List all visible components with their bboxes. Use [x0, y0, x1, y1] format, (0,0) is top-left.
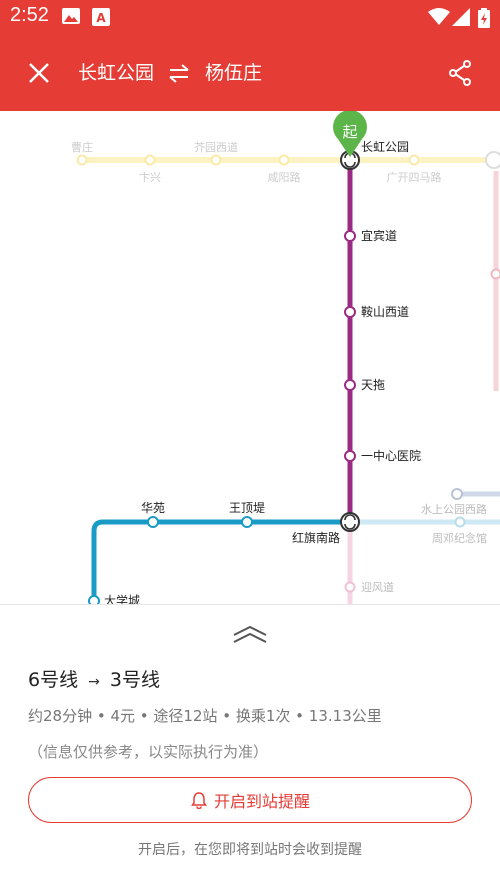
swap-icon[interactable]: [168, 62, 190, 84]
bell-icon: [190, 792, 207, 809]
wifi-icon: [428, 8, 450, 25]
station-anshan-xidao[interactable]: 鞍山西道: [361, 304, 409, 319]
station-shuishang-gongyuan-xilu[interactable]: 水上公园西路: [421, 503, 487, 516]
station-changhong-gongyuan[interactable]: 长虹公园: [361, 140, 409, 154]
yellow-line-stations: [76, 151, 500, 169]
station-zhoudeng-jinianguan[interactable]: 周邓纪念馆: [432, 531, 487, 545]
station-guangkai-simalu[interactable]: 广开四马路: [387, 171, 442, 184]
share-icon[interactable]: [448, 60, 472, 86]
station-hongqi-nanlu[interactable]: 红旗南路: [292, 530, 340, 545]
station-wangdingdi[interactable]: 王顶堤: [229, 501, 265, 515]
status-bar: 2:52 A: [0, 0, 500, 34]
signal-icon: [452, 8, 470, 26]
origin-station[interactable]: 长虹公园: [78, 62, 155, 84]
destination-station[interactable]: 杨伍庄: [205, 62, 263, 84]
station-caozhuang[interactable]: 曹庄: [71, 140, 93, 154]
app-notification-icon: A: [92, 8, 110, 26]
station-bianxing[interactable]: 卞兴: [139, 170, 161, 184]
gallery-icon: [62, 8, 80, 24]
line-3: [91, 519, 350, 604]
arrival-reminder-button[interactable]: 开启到站提醒: [28, 777, 472, 823]
transfer-icon-hongqi-nanlu[interactable]: [340, 512, 360, 532]
route-detail-panel: 6号线 → 3号线 约28分钟 • 4元 • 途径12站 • 换乘1次 • 13…: [0, 604, 500, 888]
expand-chevron-icon[interactable]: [230, 625, 270, 645]
route-header: 长虹公园 杨伍庄: [0, 34, 500, 111]
arrival-reminder-label: 开启到站提醒: [213, 792, 310, 811]
route-line-b: 3号线: [109, 669, 161, 691]
station-daxuecheng[interactable]: 大学城: [104, 593, 140, 604]
route-line-a: 6号线: [28, 669, 79, 691]
route-summary: 约28分钟 • 4元 • 途径12站 • 换乘1次 • 13.13公里: [28, 707, 382, 725]
station-dot-wangdingdi[interactable]: [241, 516, 253, 528]
start-marker-label: 起: [342, 123, 357, 141]
station-yizhongxin-yiyuan[interactable]: 一中心医院: [361, 448, 421, 463]
metro-map[interactable]: 曹庄 芥园西道 卞兴 咸阳路 广开四马路 水上公园西路 周邓纪念馆 迎风道 华苑…: [0, 111, 500, 604]
station-yibin-dao[interactable]: 宜宾道: [361, 228, 397, 243]
station-dot-daxuecheng[interactable]: [88, 595, 100, 604]
station-dot-huayuan[interactable]: [147, 516, 159, 528]
route-disclaimer: （信息仅供参考，以实际执行为准）: [28, 743, 269, 761]
reminder-hint: 开启后，在您即将到站时会收到提醒: [138, 842, 362, 858]
status-time: 2:52: [10, 4, 49, 26]
station-xianyang-lu[interactable]: 咸阳路: [268, 171, 301, 184]
station-tiantuo[interactable]: 天拖: [361, 378, 385, 392]
start-marker: 起: [333, 111, 367, 157]
station-huayuan[interactable]: 华苑: [141, 501, 165, 515]
route-lines: 6号线 → 3号线: [28, 665, 160, 692]
station-yingfeng-dao[interactable]: 迎风道: [361, 580, 394, 594]
close-icon[interactable]: [26, 60, 52, 86]
line-6-station-dots: [344, 230, 356, 462]
station-jieyuan-xidao[interactable]: 芥园西道: [194, 140, 238, 154]
svg-text:A: A: [96, 11, 106, 25]
battery-icon: [478, 8, 490, 28]
route-arrow: →: [88, 674, 100, 690]
